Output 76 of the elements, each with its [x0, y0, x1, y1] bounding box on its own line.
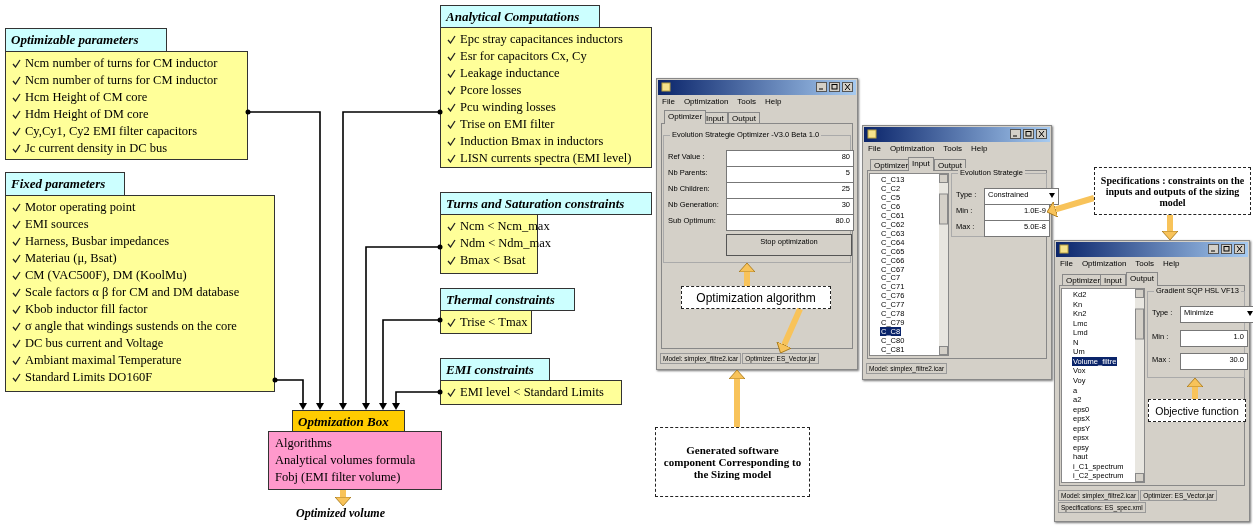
list-item: Cy,Cy1, Cy2 EMI filter capacitors — [25, 124, 198, 139]
tab: Output — [1126, 272, 1158, 286]
callout-box: Generated software component Corresponding to the Sizing model — [655, 427, 810, 497]
list-item: Leakage inductance — [460, 66, 560, 81]
heading-tab: Turns and Saturation constraints — [440, 192, 652, 215]
list-item: Hcm Height of CM core — [25, 90, 148, 105]
menu-item: Optimization — [1081, 259, 1127, 268]
list-item: LISN currents spectra (EMI level) — [460, 151, 632, 166]
callout-box: Objective function — [1148, 399, 1246, 422]
heading-tab: EMI constraints — [440, 358, 550, 381]
menu-item: File — [662, 97, 675, 106]
arrow — [245, 109, 324, 410]
arrow — [362, 244, 443, 410]
block-arrow — [1161, 215, 1179, 241]
menu-item: File — [1060, 259, 1073, 268]
list-item: Standard Limits DO160F — [25, 370, 153, 385]
menu-item: Optimization — [889, 144, 935, 153]
block-arrow — [776, 307, 803, 354]
list-item: Esr for capacitors Cx, Cy — [460, 49, 587, 64]
arrow — [339, 109, 443, 410]
list-item: Harness, Busbar impedances — [25, 234, 170, 249]
tab: Input — [908, 157, 934, 171]
list-item: Materiau (μ, Bsat) — [25, 251, 117, 266]
list-item: Ambiant maximal Temperature — [25, 353, 182, 368]
text-line: Algorithms — [275, 436, 332, 451]
tab: Optimizer — [664, 110, 707, 124]
tab: Output — [934, 159, 966, 170]
list-item: Trise < Tmax — [460, 315, 528, 330]
callout-box: Specifications : constraints on the inputs and outputs of the sizing model — [1094, 167, 1251, 215]
text-line: Fobj (EMI filter volume) — [275, 470, 401, 485]
menu-item: Optimization — [683, 97, 729, 106]
menu-item: Tools — [1135, 259, 1155, 268]
app-window — [1054, 240, 1250, 522]
list-item: Pcore losses — [460, 83, 522, 98]
list-item: σ angle that windings sustends on the core — [25, 319, 237, 334]
arrow — [379, 317, 443, 410]
list-item: EMI level < Standard Limits — [460, 385, 604, 400]
list-item: Motor operating point — [25, 200, 136, 215]
block-arrow — [738, 262, 756, 286]
menu-item: Help — [1163, 259, 1180, 268]
list-item: DC bus current and Voltage — [25, 336, 164, 351]
list-item: Ncm number of turns for CM inductor — [25, 56, 218, 71]
list-item: Kbob inductor fill factor — [25, 302, 148, 317]
menu-item: Tools — [943, 144, 963, 153]
heading-tab: Analytical Computations — [440, 5, 600, 28]
menu-item: Help — [765, 97, 782, 106]
tab: Output — [728, 112, 760, 123]
list-item: Jc current density in DC bus — [25, 141, 167, 156]
text-line: Analytical volumes formula — [275, 453, 416, 468]
menu-item: Help — [971, 144, 988, 153]
menu-item: Tools — [737, 97, 757, 106]
callout-box: Optimization algorithm — [681, 286, 831, 309]
list-item: Trise on EMI filter — [460, 117, 555, 132]
list-item: EMI sources — [25, 217, 89, 232]
result-label: Optimized volume — [296, 506, 392, 522]
heading-tab: Optimizable parameters — [5, 28, 167, 52]
app-window — [656, 78, 858, 370]
arrow — [392, 389, 443, 410]
menu-item: File — [868, 144, 881, 153]
block-arrow — [1186, 377, 1204, 399]
list-item: Ncm number of turns for CM inductor — [25, 73, 218, 88]
list-item: Epc stray capacitances inductors — [460, 32, 623, 47]
list-item: Scale factors α β for CM and DM database — [25, 285, 240, 300]
list-item: Pcu winding losses — [460, 100, 556, 115]
list-item: CM (VAC500F), DM (KoolMu) — [25, 268, 187, 283]
heading-tab: Optmization Box — [292, 410, 405, 432]
arrow — [272, 377, 307, 410]
heading-tab: Thermal constraints — [440, 288, 575, 311]
list-item: Induction Bmax in inductors — [460, 134, 604, 149]
block-arrow — [1046, 195, 1095, 218]
block-arrow — [728, 369, 746, 427]
block-arrow — [334, 490, 352, 507]
heading-tab: Fixed parameters — [5, 172, 125, 196]
tab: Input — [1100, 274, 1126, 285]
list-item: Bmax < Bsat — [460, 253, 526, 268]
list-item: Hdm Height of DM core — [25, 107, 149, 122]
